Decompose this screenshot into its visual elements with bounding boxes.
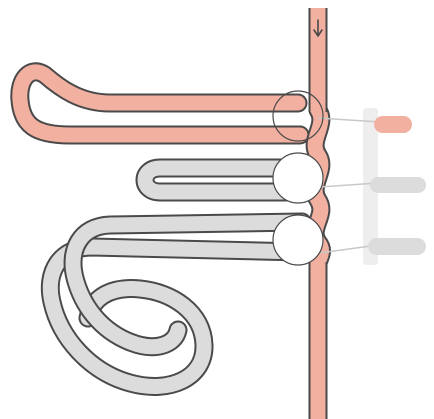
pink-tab-icon (374, 116, 412, 133)
gray-tab-icon (370, 177, 426, 193)
pink-upper-loop (20, 72, 300, 135)
circle-node-icon (273, 215, 323, 265)
circle-node-icon (273, 153, 323, 203)
gray-tab-icon (368, 238, 426, 255)
